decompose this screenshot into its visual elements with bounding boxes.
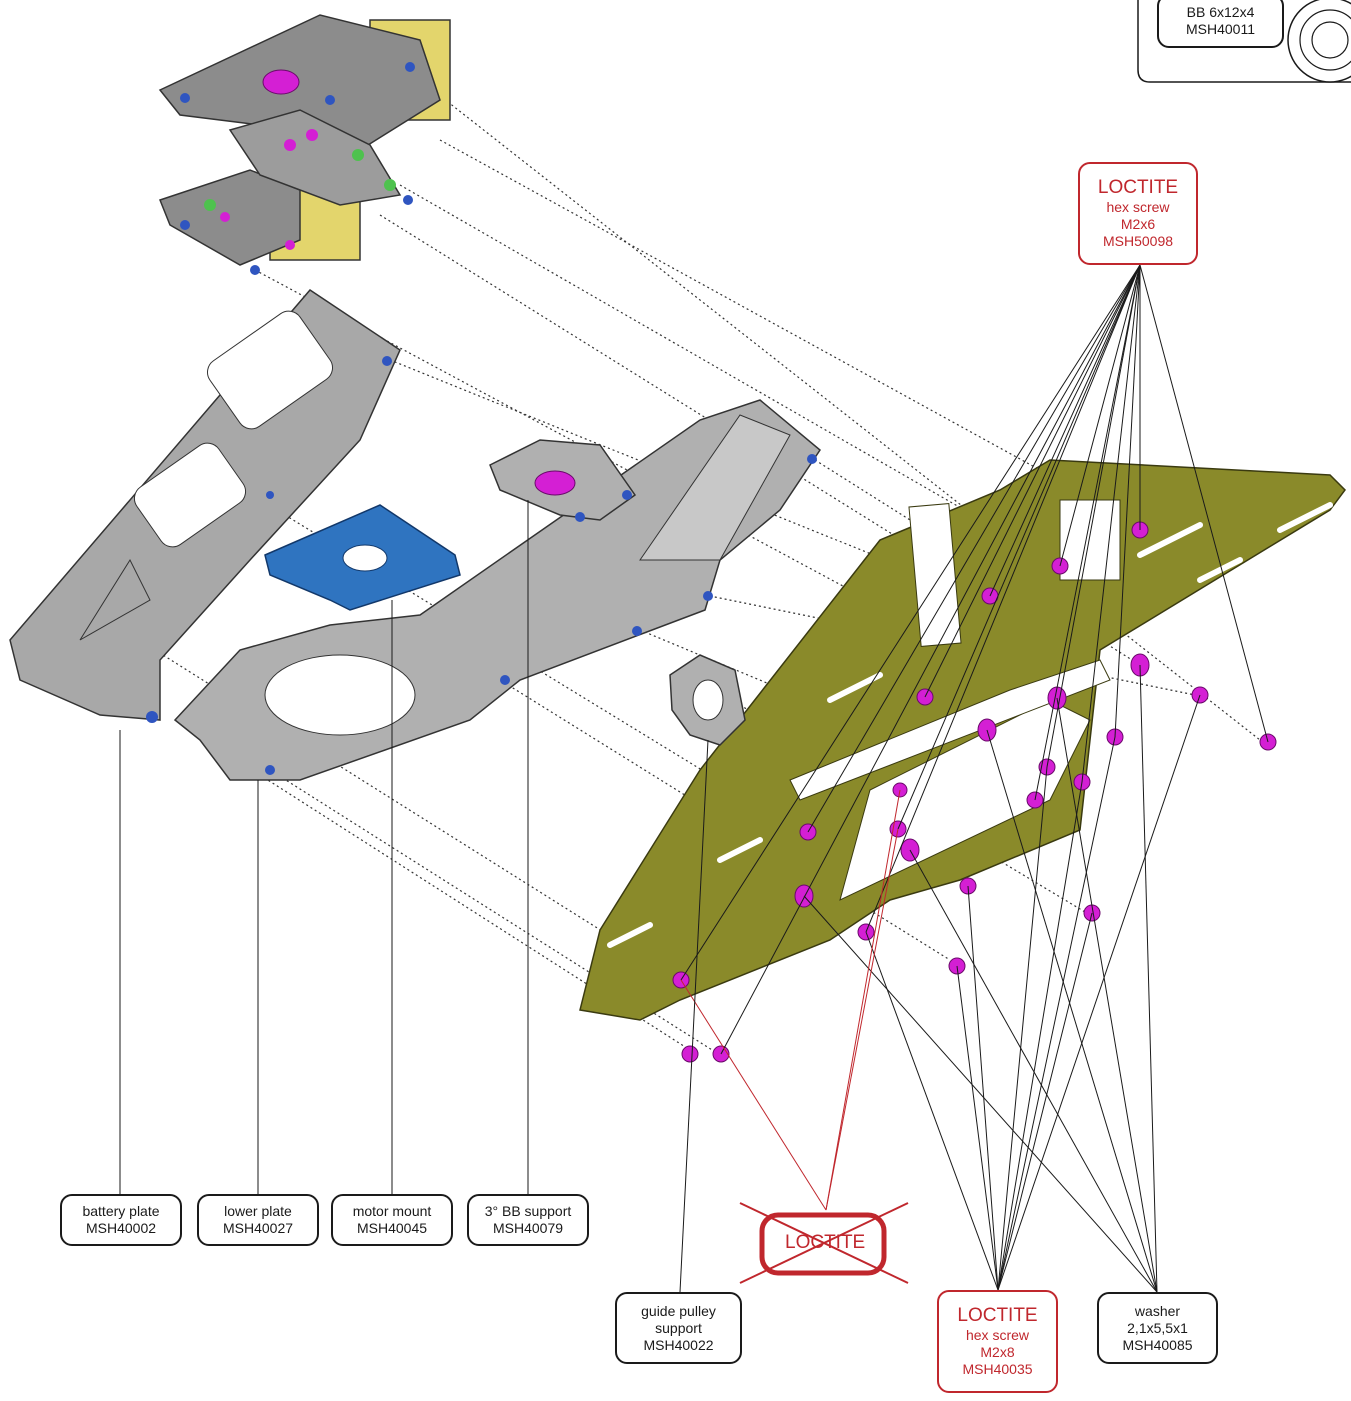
motor-mount-name: motor mount <box>352 1203 432 1219</box>
bb-support-code: MSH40079 <box>492 1220 564 1236</box>
guide-pulley-code: MSH40022 <box>643 1336 714 1353</box>
bb-support-name: 3° BB support <box>484 1203 572 1219</box>
battery-plate-name: battery plate <box>82 1203 160 1219</box>
motor-mount-code: MSH40045 <box>356 1220 428 1236</box>
bb-label-code: MSH40011 <box>1185 21 1255 37</box>
leader-lines-washer <box>803 664 1158 1293</box>
bb-support-label: 3° BB support MSH40079 <box>467 1194 589 1246</box>
servo-head-assembly <box>158 14 451 275</box>
loctite-code: MSH40035 <box>962 1361 1033 1377</box>
loctite-title: LOCTITE <box>1097 177 1179 198</box>
washer-code: MSH40085 <box>1122 1336 1193 1353</box>
bb-support-part <box>489 439 637 522</box>
guide-pulley-name-2: support <box>655 1319 702 1336</box>
lower-plate-label: lower plate MSH40027 <box>197 1194 319 1246</box>
no-loctite-cross <box>739 1202 909 1284</box>
leader-lines-m2x8 <box>865 694 1201 1291</box>
loctite-m2x8-label: LOCTITE hex screw M2x8 MSH40035 <box>937 1290 1058 1393</box>
bb-label-size: BB 6x12x4 <box>1186 4 1255 20</box>
part-leader-lines <box>119 500 709 1293</box>
lower-plate-code: MSH40027 <box>222 1220 294 1236</box>
guide-pulley-name: guide pulley <box>641 1302 716 1319</box>
loctite-code: MSH50098 <box>1102 233 1174 249</box>
lower-plate-name: lower plate <box>224 1203 292 1219</box>
loctite-size: M2x6 <box>1120 216 1156 232</box>
motor-mount-part <box>264 504 461 611</box>
loctite-m2x6-label: LOCTITE hex screw M2x6 MSH50098 <box>1078 162 1198 265</box>
loctite-type: hex screw <box>965 1327 1030 1343</box>
battery-plate-label: battery plate MSH40002 <box>60 1194 182 1246</box>
washer-label: washer 2,1x5,5x1 MSH40085 <box>1097 1292 1218 1364</box>
battery-plate-code: MSH40002 <box>85 1220 157 1236</box>
battery-plate-part <box>9 289 401 723</box>
motor-mount-label: motor mount MSH40045 <box>331 1194 453 1246</box>
loctite-size: M2x8 <box>980 1344 1015 1360</box>
washer-name: washer <box>1134 1302 1181 1319</box>
washer-size: 2,1x5,5x1 <box>1127 1319 1188 1336</box>
leader-lines-no-loctite <box>680 789 901 1211</box>
loctite-title: LOCTITE <box>957 1305 1038 1326</box>
main-frame-plate <box>579 459 1346 1021</box>
lower-plate-part <box>173 399 821 781</box>
no-loctite-text: LOCTITE <box>785 1232 866 1253</box>
guide-pulley-label: guide pulley support MSH40022 <box>615 1292 742 1364</box>
leader-lines-m2x6 <box>680 264 1269 1055</box>
loctite-type: hex screw <box>1106 199 1170 215</box>
bb-bearing-label: BB 6x12x4 MSH40011 <box>1157 0 1284 48</box>
bearing-icon <box>1137 0 1351 83</box>
guide-pulley-support-part <box>669 654 746 746</box>
